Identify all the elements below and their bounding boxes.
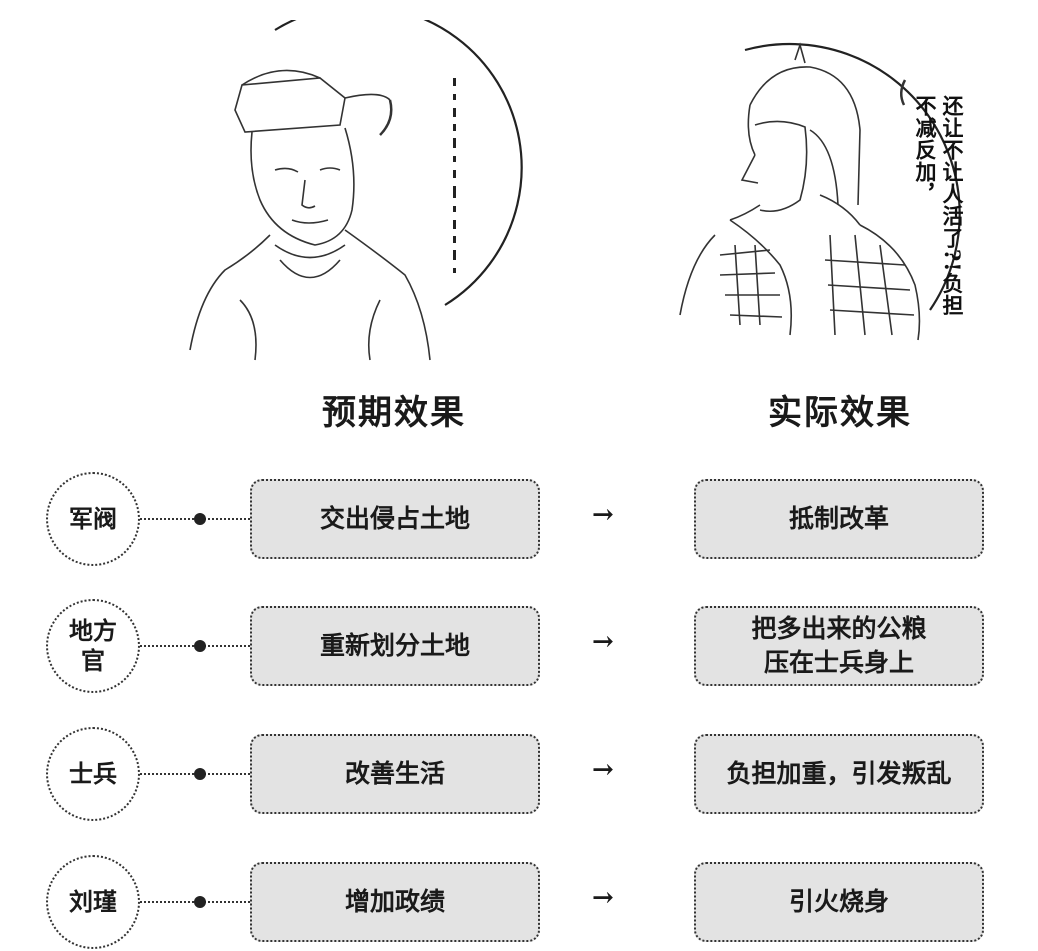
- expected-effect-box: 重新划分土地: [250, 606, 540, 686]
- connector-dot: [194, 896, 206, 908]
- official-portrait: [180, 4, 540, 370]
- right-arrow-icon: →: [592, 883, 614, 913]
- expected-effect-box: 增加政绩: [250, 862, 540, 942]
- speech-bubble-text: 还让不让人活了?!负担不减反加，: [913, 95, 965, 317]
- party-label: 地方 官: [46, 599, 140, 693]
- party-label: 刘瑾: [46, 855, 140, 949]
- party-label: 军阀: [46, 472, 140, 566]
- right-arrow-icon: →: [592, 755, 614, 785]
- comparison-row: 军阀 交出侵占土地 → 抵制改革: [0, 472, 1038, 566]
- right-arrow-icon: →: [592, 500, 614, 530]
- actual-effect-title: 实际效果: [768, 393, 912, 433]
- connector-dot: [194, 640, 206, 652]
- actual-effect-box: 把多出来的公粮 压在士兵身上: [694, 606, 984, 686]
- comparison-row: 地方 官 重新划分土地 → 把多出来的公粮 压在士兵身上: [0, 599, 1038, 693]
- actual-effect-box: 抵制改革: [694, 479, 984, 559]
- actual-effect-box: 引火烧身: [694, 862, 984, 942]
- connector-dot: [194, 513, 206, 525]
- comparison-row: 士兵 改善生活 → 负担加重，引发叛乱: [0, 727, 1038, 821]
- soldier-portrait: [660, 5, 1020, 355]
- expected-effect-title: 预期效果: [322, 393, 466, 433]
- connector-dot: [194, 768, 206, 780]
- actual-effect-box: 负担加重，引发叛乱: [694, 734, 984, 814]
- expected-effect-box: 交出侵占土地: [250, 479, 540, 559]
- right-arrow-icon: →: [592, 627, 614, 657]
- expected-effect-box: 改善生活: [250, 734, 540, 814]
- comparison-row: 刘瑾 增加政绩 → 引火烧身: [0, 855, 1038, 949]
- party-label: 士兵: [46, 727, 140, 821]
- speech-bubble-dots: [448, 78, 462, 288]
